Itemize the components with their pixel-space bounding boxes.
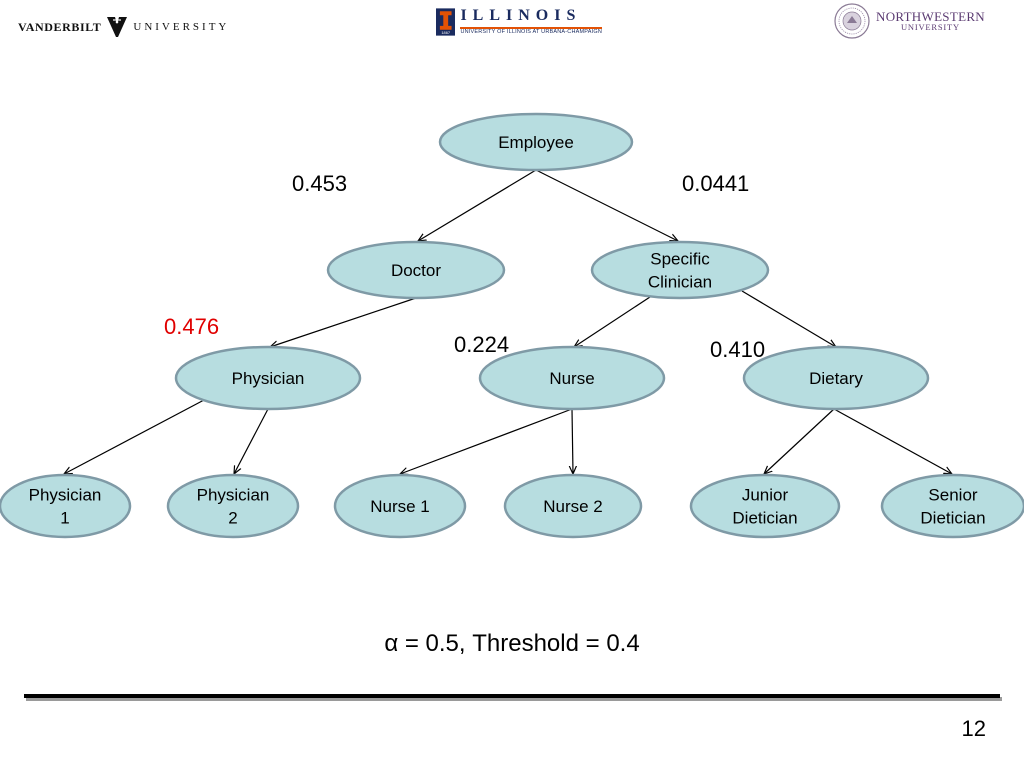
node-senior-dietician-shape: [880, 473, 1024, 539]
edge-weight-doctor-physician: 0.476: [164, 314, 219, 339]
node-physician-1: Physician 1: [0, 473, 132, 539]
footer-rule: [24, 694, 1000, 698]
node-nurse-2-label: Nurse 2: [543, 497, 603, 516]
northwestern-logo-subtitle: UNIVERSITY: [900, 22, 960, 33]
node-specific-clinician-label: Clinician: [648, 273, 712, 292]
northwestern-logo: NORTHWESTERN UNIVERSITY: [834, 3, 985, 39]
node-physician-2: Physician 2: [166, 473, 300, 539]
edge-weight-specific-clinician-nurse: 0.224: [454, 332, 509, 357]
tree-edge-weights: 0.453 0.0441 0.476 0.224 0.410: [164, 171, 765, 362]
node-dietary-shape: [742, 345, 930, 411]
node-physician-1-shape: [0, 473, 132, 539]
node-employee-label: Employee: [498, 133, 574, 152]
edge-physician-to-physician-2: [234, 408, 269, 474]
node-doctor-label: Doctor: [391, 261, 441, 280]
node-doctor: Doctor: [326, 240, 506, 300]
node-nurse: Nurse: [478, 345, 666, 411]
edge-weight-employee-doctor: 0.453: [292, 171, 347, 196]
vanderbilt-logo-left-text: VANDERBILT: [18, 19, 102, 34]
node-physician-shape: [174, 345, 362, 411]
page-number: 12: [961, 716, 986, 741]
node-senior-dietician-label: Dietician: [920, 509, 985, 528]
node-physician-2-label: Physician: [197, 486, 270, 505]
vanderbilt-oak-v-icon: [107, 17, 128, 37]
edge-doctor-to-physician: [270, 297, 417, 347]
illinois-logo-subtitle: UNIVERSITY OF ILLINOIS AT URBANA-CHAMPAI…: [460, 27, 602, 36]
northwestern-seal-icon: [834, 3, 870, 39]
node-dietary: Dietary: [742, 345, 930, 411]
node-junior-dietician-label: Junior: [742, 486, 789, 505]
parameters-caption: α = 0.5, Threshold = 0.4: [384, 630, 640, 657]
node-nurse-2: Nurse 2: [503, 473, 643, 539]
node-nurse-label: Nurse: [549, 369, 594, 388]
vanderbilt-logo: VANDERBILT UNIVERSITY: [18, 16, 229, 38]
node-junior-dietician-shape: [689, 473, 841, 539]
edge-nurse-to-nurse-2: [572, 408, 573, 474]
illinois-seal-year: 1867: [441, 30, 450, 35]
edge-employee-to-specific-clinician: [535, 169, 678, 241]
node-doctor-shape: [326, 240, 506, 300]
edge-nurse-to-nurse-1: [400, 408, 573, 474]
illinois-logo-name: ILLINOIS: [460, 7, 582, 25]
edge-weight-specific-clinician-dietary: 0.410: [710, 337, 765, 362]
edge-specific-clinician-to-nurse: [574, 296, 651, 347]
node-nurse-shape: [478, 345, 666, 411]
tree-edges: [64, 169, 952, 474]
vanderbilt-logo-right-text: UNIVERSITY: [133, 21, 230, 33]
node-nurse-1: Nurse 1: [333, 473, 467, 539]
node-junior-dietician-label: Dietician: [732, 509, 797, 528]
node-dietary-label: Dietary: [809, 369, 863, 388]
node-physician-1-label: Physician: [29, 486, 102, 505]
footer-rule-shadow: [26, 697, 1002, 701]
northwestern-logo-name: NORTHWESTERN: [876, 8, 985, 24]
edge-specific-clinician-to-dietary: [741, 290, 836, 347]
node-employee: Employee: [438, 112, 634, 172]
edge-dietary-to-junior-dietician: [764, 408, 835, 474]
node-senior-dietician-label: Senior: [928, 486, 977, 505]
node-nurse-1-shape: [333, 473, 467, 539]
node-physician-2-shape: [166, 473, 300, 539]
edge-employee-to-doctor: [418, 169, 537, 241]
node-employee-shape: [438, 112, 634, 172]
edge-physician-to-physician-1: [64, 399, 205, 474]
node-nurse-2-shape: [503, 473, 643, 539]
node-physician-label: Physician: [232, 369, 305, 388]
edge-dietary-to-senior-dietician: [833, 408, 952, 474]
illinois-logo: 1867 ILLINOIS UNIVERSITY OF ILLINOIS AT …: [436, 7, 602, 37]
node-specific-clinician-label: Specific: [650, 250, 710, 269]
node-physician-2-label: 2: [228, 509, 237, 528]
node-nurse-1-label: Nurse 1: [370, 497, 430, 516]
node-physician: Physician: [174, 345, 362, 411]
illinois-block-i-icon: 1867: [436, 8, 456, 36]
node-specific-clinician-shape: [590, 240, 770, 300]
edge-weight-employee-specific-clinician: 0.0441: [682, 171, 749, 196]
node-physician-1-label: 1: [60, 509, 69, 528]
